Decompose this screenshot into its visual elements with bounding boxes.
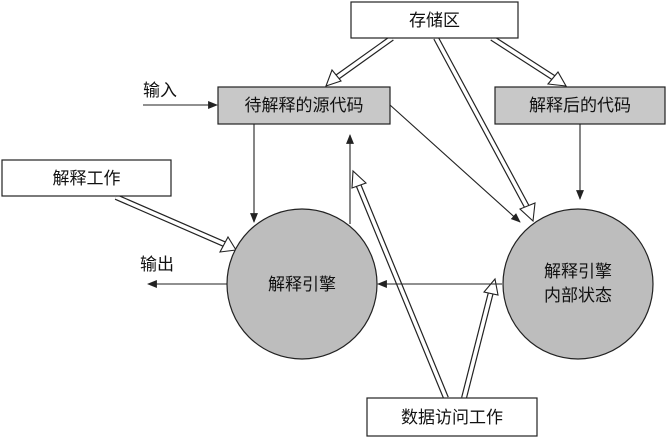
interpreted-code-label: 解释后的代码 bbox=[529, 96, 631, 116]
arrow-data-access-to-state bbox=[461, 277, 499, 399]
data-access-label: 数据访问工作 bbox=[401, 408, 503, 428]
arrow-work-to-engine bbox=[114, 194, 237, 253]
arrow-storage-to-source bbox=[325, 35, 394, 87]
arrow-data-access-to-source bbox=[351, 169, 449, 400]
node-data-access: 数据访问工作 bbox=[366, 397, 538, 437]
engine-state-label-line2: 内部状态 bbox=[544, 286, 612, 306]
arrow-storage-to-state bbox=[433, 36, 536, 223]
interpret-work-label: 解释工作 bbox=[53, 169, 121, 189]
engine-label: 解释引擎 bbox=[268, 275, 336, 295]
hollow-arrows bbox=[114, 35, 568, 400]
output-label: 输出 bbox=[140, 255, 174, 275]
source-code-label: 待解释的源代码 bbox=[245, 96, 364, 116]
node-interpreted-code: 解释后的代码 bbox=[494, 86, 666, 125]
thin-arrows bbox=[143, 101, 584, 288]
node-interpret-work: 解释工作 bbox=[1, 159, 172, 197]
storage-label: 存储区 bbox=[409, 11, 460, 31]
node-storage: 存储区 bbox=[350, 1, 519, 39]
engine-state-label-line1: 解释引擎 bbox=[544, 262, 612, 282]
node-engine: 解释引擎 bbox=[226, 208, 378, 360]
arrow-source-to-state bbox=[389, 104, 521, 223]
node-engine-state: 解释引擎 内部状态 bbox=[502, 208, 654, 360]
input-label: 输入 bbox=[143, 81, 177, 101]
arrow-storage-to-interpreted bbox=[490, 35, 568, 87]
node-source-code: 待解释的源代码 bbox=[217, 86, 391, 125]
